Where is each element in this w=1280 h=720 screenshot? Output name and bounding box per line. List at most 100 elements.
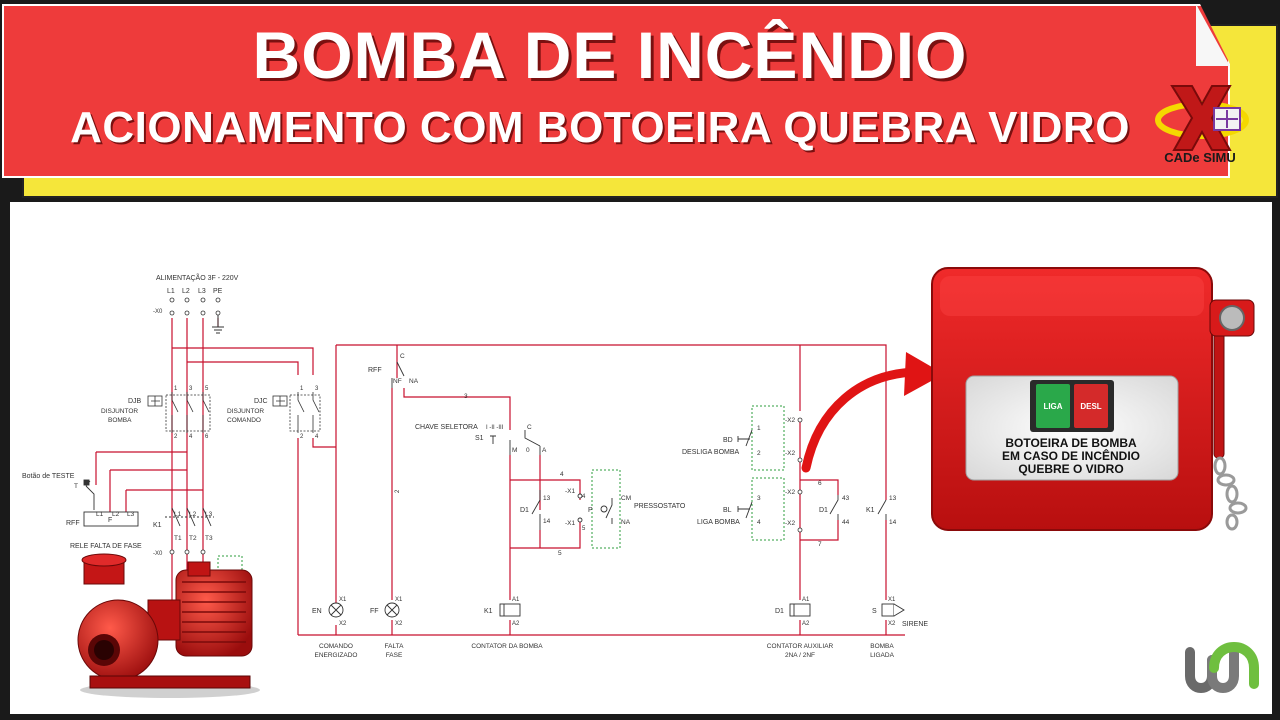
caption-ff-2: FASE	[386, 652, 403, 659]
rff-relay-label: RELE FALTA DE FASE	[70, 543, 142, 550]
bd-label: DESLIGA BOMBA	[682, 449, 740, 456]
breaker-pump-tag: DJB	[128, 398, 142, 405]
coil-k1-a1: A1	[512, 597, 520, 603]
lamp-ff-symbol	[384, 602, 400, 618]
coil-d1-symbol	[789, 603, 811, 617]
supply-terminal-circles	[169, 297, 221, 316]
fire-pump-image	[77, 553, 260, 698]
rff-contact-symbol	[391, 361, 405, 388]
bl-dashed-box	[751, 477, 785, 541]
x2-label-1: -X2	[785, 417, 796, 424]
pressostato-dashed-box	[591, 469, 621, 549]
coil-d1-tag: D1	[775, 608, 784, 615]
lamp-en-symbol	[328, 602, 344, 618]
bd-pin-1: 1	[757, 425, 761, 432]
djc-pin-3: 3	[315, 386, 319, 392]
siren-label: SIRENE	[902, 621, 928, 628]
k1-l2: L2	[189, 511, 197, 518]
bl-pin-3: 3	[757, 495, 761, 502]
rff-contact-tag: RFF	[368, 367, 382, 374]
pressostato-tag: P	[588, 507, 593, 514]
djb-pin-1: 1	[174, 386, 178, 392]
k1-t1: T1	[174, 535, 182, 542]
d1-contact-symbol	[531, 490, 541, 530]
breaker-pump-label1: DISJUNTOR	[101, 408, 138, 415]
pressostato-label: PRESSOSTATO	[634, 503, 686, 510]
caption-k1: CONTATOR DA BOMBA	[471, 643, 543, 650]
d1-aux-tag: D1	[819, 507, 828, 514]
diagram-panel: ALIMENTAÇÃO 3F - 220V L1 L2 L3 PE -X0 DJ…	[10, 202, 1272, 714]
djb-pin-3: 3	[189, 386, 193, 392]
wire-label-2: 2	[395, 489, 401, 493]
djc-pin-1: 1	[300, 386, 304, 392]
caption-bomba-1: BOMBA	[870, 643, 894, 650]
k1-tag: K1	[153, 522, 162, 529]
selector-a: A	[542, 447, 547, 454]
rff-contact-nf: NF	[393, 378, 402, 385]
wiring-diagram: ALIMENTAÇÃO 3F - 220V L1 L2 L3 PE -X0 DJ…	[22, 267, 1259, 698]
coil-d1-a2: A2	[802, 621, 810, 627]
selector-tag: S1	[475, 435, 484, 442]
lamp-en-x1: X1	[339, 597, 347, 603]
rff-contact-na: NA	[409, 378, 419, 385]
selector-switch-symbol	[490, 430, 541, 455]
motor-terminals	[169, 549, 206, 555]
d1-aux-contact-symbol	[829, 495, 839, 520]
bd-tag: BD	[723, 437, 733, 444]
djc-pin-4: 4	[315, 434, 319, 440]
pressostato-x1-bottom: -X1	[565, 520, 576, 527]
caption-bomba-2: LIGADA	[870, 652, 895, 659]
pressostato-na: NA	[621, 519, 631, 526]
wire-label-4: 4	[560, 471, 564, 478]
d1-pin-14: 14	[543, 518, 551, 525]
break-glass-station	[931, 267, 1255, 531]
logo-label: CADe SIMU	[1164, 150, 1236, 165]
selector-positions: I -II -III	[486, 425, 504, 431]
page-subtitle: ACIONAMENTO COM BOTOEIRA QUEBRA VIDRO	[70, 103, 1130, 152]
djb-pin-2: 2	[174, 434, 178, 440]
caption-en-2: ENERGIZADO	[315, 652, 358, 659]
motor-block-label: -X0	[153, 551, 163, 557]
k1-aux-contact-symbol	[877, 499, 887, 520]
pressostato-x1-top: -X1	[565, 488, 576, 495]
station-text-line3: QUEBRE O VIDRO	[1018, 462, 1123, 476]
caption-d1-1: CONTATOR AUXILIAR	[767, 643, 834, 650]
djc-pin-2: 2	[300, 434, 304, 440]
siren-symbol	[881, 603, 905, 617]
test-button-label: Botão de TESTE	[22, 473, 75, 480]
wire-label-7: 7	[818, 541, 822, 548]
rff-contact-c: C	[400, 353, 405, 360]
bl-label: LIGA BOMBA	[697, 519, 740, 526]
lamp-ff-x1: X1	[395, 597, 403, 603]
test-button-symbol	[83, 479, 95, 510]
selector-0: 0	[526, 447, 530, 454]
k1-l1: L1	[174, 511, 182, 518]
station-text-line1: BOTOEIRA DE BOMBA	[1005, 436, 1137, 450]
pressostato-symbol	[577, 493, 613, 524]
pressostato-pin-4: 4	[582, 494, 586, 500]
rff-l1: L1	[96, 511, 104, 518]
pressostato-cm: CM	[621, 495, 631, 502]
wire-label-6: 6	[818, 480, 822, 487]
k1-aux-tag: K1	[866, 507, 875, 514]
djb-pin-4: 4	[189, 434, 193, 440]
terminal-pe: PE	[213, 288, 223, 295]
d1-pin-13: 13	[543, 495, 551, 502]
siren-x2: X2	[888, 621, 896, 627]
k1-l3: L3	[205, 511, 213, 518]
caption-d1-2: 2NA / 2NF	[785, 652, 815, 659]
k1-t3: T3	[205, 535, 213, 542]
rff-relay-tag: RFF	[66, 520, 80, 527]
d1-pin-43: 43	[842, 495, 850, 502]
terminal-l1: L1	[167, 288, 175, 295]
rff-relay-box	[83, 511, 139, 527]
selector-label: CHAVE SELETORA	[415, 424, 478, 431]
cade-simu-logo-icon	[1155, 85, 1249, 151]
selector-c: C	[527, 424, 532, 431]
k1-t2: T2	[189, 535, 197, 542]
rff-l3: L3	[127, 511, 135, 518]
station-text-line2: EM CASO DE INCÊNDIO	[1002, 448, 1140, 463]
terminal-l2: L2	[182, 288, 190, 295]
title-banner	[2, 4, 1230, 178]
push-buttons-symbol	[737, 429, 753, 519]
